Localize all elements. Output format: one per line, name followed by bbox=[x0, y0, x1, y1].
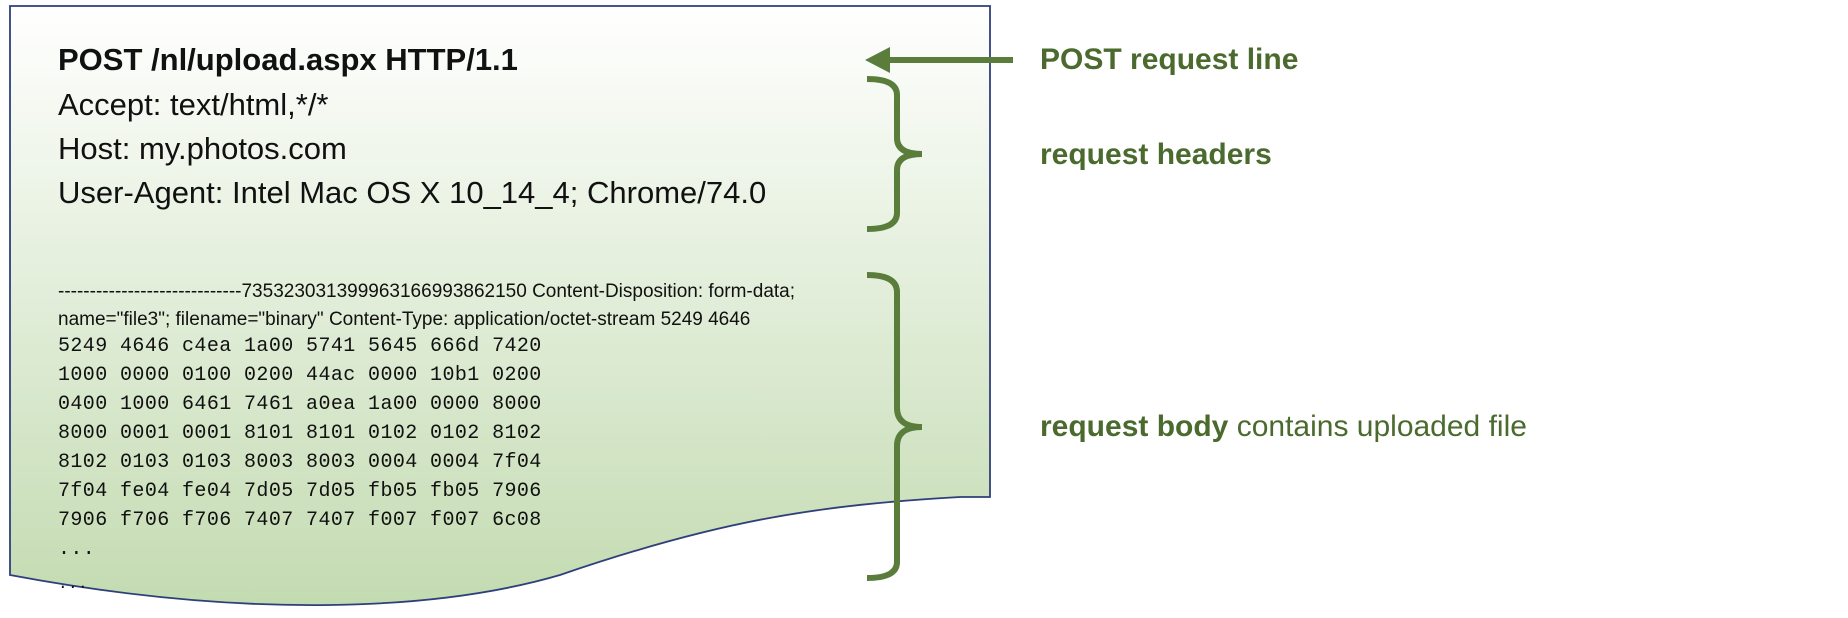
header-accept: Accept: text/html,*/* bbox=[58, 87, 329, 122]
hex-line: 7f04 fe04 fe04 7d05 7d05 fb05 fb05 7906 bbox=[58, 480, 542, 503]
hex-ellipsis: ... bbox=[58, 538, 96, 561]
header-user-agent: User-Agent: Intel Mac OS X 10_14_4; Chro… bbox=[58, 175, 767, 210]
body-content-type-line: name="file3"; filename="binary" Content-… bbox=[58, 309, 751, 330]
hex-line: 8102 0103 0103 8003 8003 0004 0004 7f04 bbox=[58, 451, 542, 474]
hex-line: 8000 0001 0001 8101 8101 0102 0102 8102 bbox=[58, 422, 542, 445]
body-brace bbox=[866, 272, 923, 581]
body-boundary-line: -----------------------------73532303139… bbox=[58, 281, 796, 302]
request-line-label: POST request line bbox=[1040, 43, 1299, 76]
trailing-ellipsis: ... bbox=[58, 575, 89, 593]
hex-line: 5249 4646 c4ea 1a00 5741 5645 666d 7420 bbox=[58, 335, 542, 358]
request-body-label-bold: request body bbox=[1040, 410, 1229, 443]
hex-line: 7906 f706 f706 7407 7407 f007 f007 6c08 bbox=[58, 509, 542, 532]
request-line: POST /nl/upload.aspx HTTP/1.1 bbox=[58, 42, 518, 77]
hex-line: 1000 0000 0100 0200 44ac 0000 10b1 0200 bbox=[58, 364, 542, 387]
arrow-head bbox=[865, 47, 890, 73]
document-page bbox=[9, 5, 991, 607]
request-headers-label: request headers bbox=[1040, 138, 1272, 171]
headers-brace bbox=[866, 76, 923, 232]
header-host: Host: my.photos.com bbox=[58, 131, 347, 166]
request-body-label: request body contains uploaded file bbox=[1040, 410, 1527, 444]
request-body-label-rest: contains uploaded file bbox=[1228, 410, 1527, 443]
hex-line: 0400 1000 6461 7461 a0ea 1a00 0000 8000 bbox=[58, 393, 542, 416]
